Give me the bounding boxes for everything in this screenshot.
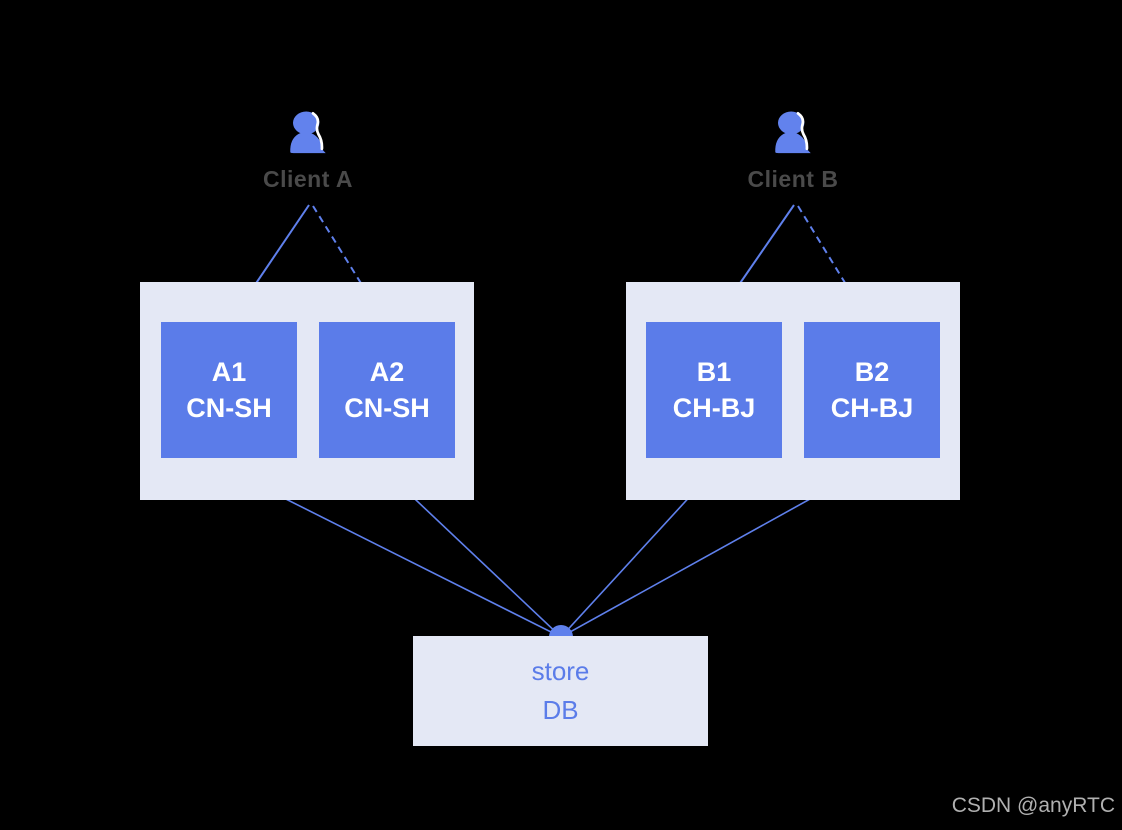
node-a1: A1 CN-SH (161, 322, 297, 458)
node-a2: A2 CN-SH (319, 322, 455, 458)
node-a1-region: CN-SH (186, 393, 272, 423)
user-icon (290, 111, 326, 154)
node-b1-name: B1 (696, 357, 732, 387)
node-b2-name: B2 (854, 357, 890, 387)
node-a1-name: A1 (211, 357, 247, 387)
node-b1: B1 CH-BJ (646, 322, 782, 458)
node-b2: B2 CH-BJ (804, 322, 940, 458)
client-b: Client B (733, 110, 853, 193)
node-a2-name: A2 (369, 357, 405, 387)
node-b2-region: CH-BJ (830, 393, 914, 423)
watermark: CSDN @anyRTC (951, 794, 1115, 817)
store-label: store (531, 656, 590, 686)
cluster-a: A1 CN-SH A2 CN-SH (140, 282, 474, 500)
client-a: Client A (248, 110, 368, 193)
db-label: DB (542, 695, 579, 725)
cluster-b: B1 CH-BJ B2 CH-BJ (626, 282, 960, 500)
client-a-label: Client A (262, 166, 354, 192)
client-b-label: Client B (747, 166, 839, 192)
user-icon (775, 111, 811, 154)
store-db-box: store DB (413, 636, 708, 746)
node-a2-region: CN-SH (344, 393, 430, 423)
node-b1-region: CH-BJ (672, 393, 756, 423)
